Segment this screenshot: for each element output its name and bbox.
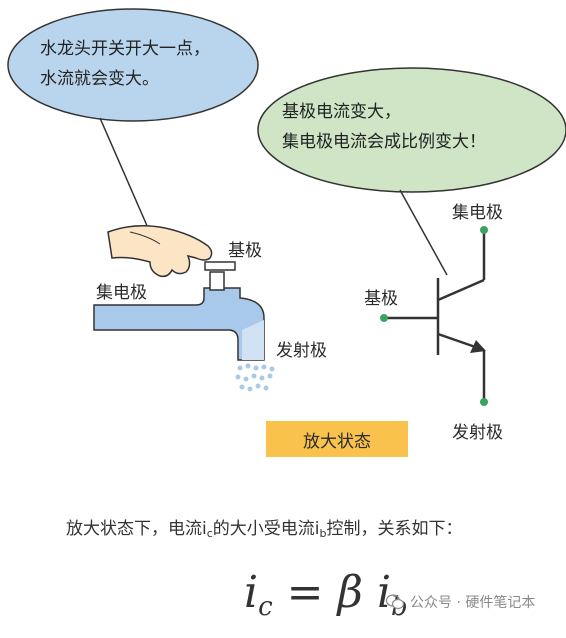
base-node	[380, 314, 388, 322]
faucet-base-label: 基极	[228, 241, 262, 261]
transistor-symbol	[384, 230, 486, 402]
watermark-text: 公众号 · 硬件笔记本	[410, 595, 536, 611]
left-bubble-line-2: 水流就会变大。	[40, 69, 159, 89]
water-stream	[242, 320, 264, 360]
right-speech-bubble	[257, 67, 566, 193]
left-bubble-line-1: 水龙头开关开大一点，	[40, 39, 210, 59]
faucet-handle	[204, 261, 236, 271]
left-bubble-pointer	[99, 117, 149, 229]
faucet-neck	[209, 271, 225, 291]
formula-rhs: i	[376, 567, 392, 618]
amplification-state-label: 放大状态	[266, 421, 408, 457]
right-bubble-line-1: 基极电流变大，	[282, 102, 401, 122]
transistor-emitter-label: 发射极	[452, 423, 503, 443]
emitter-node	[480, 398, 488, 406]
caption-part-2: 的大小受电流i	[212, 519, 320, 539]
caption-sub-c: c	[206, 527, 213, 540]
caption: 放大状态下，电流ic的大小受电流ib控制，关系如下：	[66, 514, 463, 540]
left-speech-bubble	[7, 8, 259, 122]
right-bubble-pointer	[399, 189, 448, 276]
faucet-emitter-label: 发射极	[276, 341, 327, 361]
transistor-base-label: 基极	[364, 289, 398, 309]
transistor-collector-label: 集电极	[452, 203, 503, 223]
collector-node	[480, 226, 488, 234]
diagram-graphics	[7, 8, 566, 406]
formula-lhs-sub: c	[258, 592, 273, 622]
wechat-icon	[386, 594, 404, 610]
formula-lhs: i	[244, 567, 259, 618]
emitter-arrow	[470, 340, 486, 353]
watermark: 公众号 · 硬件笔记本	[386, 590, 535, 614]
faucet-collector-label: 集电极	[96, 283, 147, 303]
caption-part-3: 控制，关系如下：	[326, 519, 463, 539]
water-drops	[235, 363, 275, 392]
right-bubble-line-2: 集电极电流会成比例变大！	[282, 132, 486, 152]
hand-icon	[107, 225, 213, 278]
formula-beta: β	[337, 567, 363, 618]
diagram: 水龙头开关开大一点， 水流就会变大。 基极电流变大， 集电极电流会成比例变大！ …	[7, 8, 566, 624]
faucet-pipe	[93, 287, 265, 361]
caption-part-1: 放大状态下，电流i	[66, 519, 207, 539]
state-label-text: 放大状态	[303, 431, 371, 452]
caption-sub-b: b	[319, 527, 327, 540]
formula-equals: =	[286, 567, 324, 618]
formula: ic = β ib	[244, 562, 408, 624]
